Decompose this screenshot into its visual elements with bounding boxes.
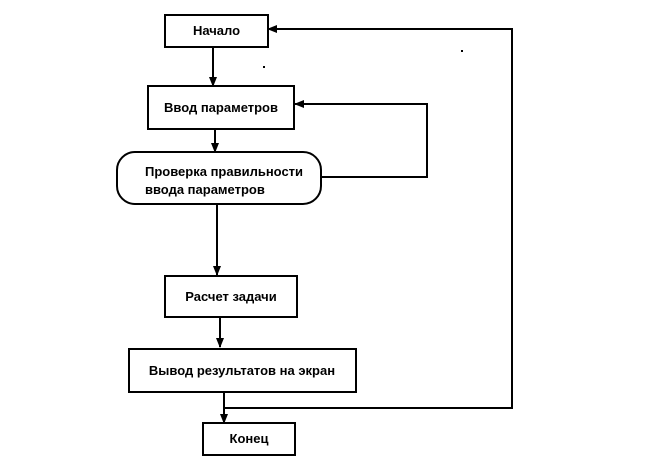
- node-input: Ввод параметров: [147, 85, 295, 130]
- node-start-label: Начало: [193, 23, 240, 38]
- node-start: Начало: [164, 14, 269, 48]
- node-check: Проверка правильности ввода параметров: [116, 151, 322, 205]
- node-calc-label: Расчет задачи: [185, 289, 276, 304]
- node-check-label-line2: ввода параметров: [145, 182, 265, 197]
- edge-check-loop-back-to-input: [294, 100, 428, 178]
- node-output-label: Вывод результатов на экран: [149, 363, 335, 378]
- node-check-label-line1: Проверка правильности: [145, 164, 303, 179]
- stray-dot-1: [263, 66, 265, 68]
- node-end-label: Конец: [230, 431, 269, 446]
- node-calc: Расчет задачи: [164, 275, 298, 318]
- stray-dot-2: [461, 50, 463, 52]
- node-input-label: Ввод параметров: [164, 100, 278, 115]
- edge-end-loop-back-to-start: [224, 25, 513, 409]
- node-output: Вывод результатов на экран: [128, 348, 357, 393]
- node-end: Конец: [202, 422, 296, 456]
